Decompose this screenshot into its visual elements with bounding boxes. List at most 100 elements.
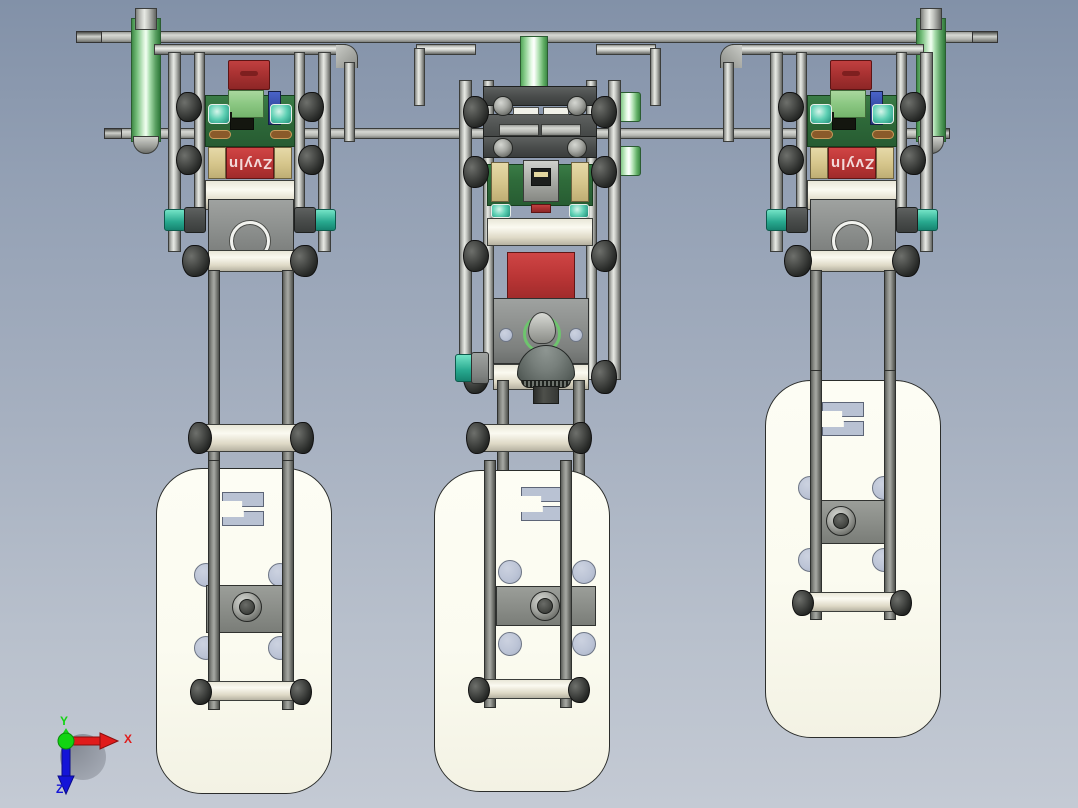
right-coil-right — [876, 147, 894, 179]
left-label-text: Zvyln — [227, 154, 273, 172]
center-slot-a — [513, 107, 539, 115]
left-red-label: Zvyln — [226, 147, 274, 179]
top-rail-right-cap — [972, 31, 998, 43]
usb-port-icon — [531, 168, 551, 186]
center-roller-mr — [591, 156, 617, 188]
foot-pad-center — [434, 470, 610, 792]
left-leg-rail-a-front — [208, 460, 220, 710]
left-bottom-crossbar — [206, 681, 296, 701]
left-mid-roller-r — [290, 422, 314, 454]
left-roller-ul — [176, 92, 202, 122]
right-pad-ring-b — [872, 130, 894, 139]
right-roller-ml — [778, 145, 804, 175]
center-housing-hole-l — [499, 328, 513, 342]
pad-hole-center-1 — [498, 560, 522, 584]
right-roller-mr — [900, 145, 926, 175]
right-red-label: Zvyln — [828, 147, 876, 179]
left-leg-rail-b-front — [282, 460, 294, 710]
right-bottom-crossbar — [808, 592, 898, 612]
triad-y-label: Y — [60, 714, 69, 728]
pivot-nut-right-inner — [833, 513, 849, 529]
module-center[interactable] — [455, 80, 625, 780]
center-connector-a — [491, 204, 511, 218]
left-coil-right — [274, 147, 292, 179]
center-red-module — [507, 252, 575, 300]
center-screw-br — [567, 138, 587, 158]
right-coil-left — [810, 147, 828, 179]
center-roller-rr — [591, 240, 617, 272]
center-connector-b — [569, 204, 589, 218]
center-cylinder-boss — [528, 312, 556, 344]
left-bottom-roller-r — [290, 679, 312, 705]
center-roller-ml — [463, 156, 489, 188]
usb-port-tongue — [534, 172, 548, 177]
center-slot-bar-a — [499, 124, 539, 136]
triad-x-axis-icon — [57, 728, 120, 796]
center-mid-crossbar — [482, 424, 576, 452]
elbow-tube-center-right-horizontal — [596, 44, 656, 55]
right-roller-lr — [892, 245, 920, 277]
left-bottom-roller-l — [190, 679, 212, 705]
elbow-tube-left-vertical — [344, 62, 355, 142]
pad-hole-center-2 — [572, 560, 596, 584]
left-green-component — [228, 90, 264, 118]
center-red-chip — [531, 204, 551, 213]
right-ic-chip — [832, 118, 856, 130]
left-red-block-slot — [240, 71, 258, 76]
bellows-stem — [533, 386, 559, 404]
right-bottom-roller-r — [890, 590, 912, 616]
center-slot-bar-b — [541, 124, 581, 136]
elbow-tube-right-vertical — [723, 62, 734, 142]
center-bottom-roller-l — [468, 677, 490, 703]
elbow-tube-center-left-horizontal — [416, 44, 476, 55]
center-roller-ul — [463, 96, 489, 128]
pivot-nut-left-inner — [239, 599, 255, 615]
mid-rail-left-cap — [104, 128, 122, 139]
pad-hole-center-3 — [498, 632, 522, 656]
left-mid-roller-l — [188, 422, 212, 454]
right-lower-crossbar — [810, 250, 896, 272]
left-connector-a — [208, 104, 230, 124]
left-pad-ring-a — [209, 130, 231, 139]
triad-z-label: Z — [56, 782, 64, 796]
right-roller-ur — [900, 92, 926, 122]
right-green-component — [830, 90, 866, 118]
left-coil-left — [208, 147, 226, 179]
center-bottom-roller-r — [568, 677, 590, 703]
right-frame-rail-inner-right — [896, 52, 907, 217]
center-leg-rail-b-front — [560, 460, 572, 708]
left-ic-chip — [230, 118, 254, 130]
center-roller-br — [591, 360, 617, 394]
pivot-nut-center-inner — [537, 598, 553, 614]
right-pad-ring-a — [811, 130, 833, 139]
right-roller-ll — [784, 245, 812, 277]
left-fitting-nut-right — [294, 207, 316, 233]
left-connector-b — [270, 104, 292, 124]
elbow-tube-center-left-vertical — [414, 48, 425, 106]
green-cyl-right-top-stud — [920, 8, 942, 30]
left-roller-mr — [298, 145, 324, 175]
left-pad-ring-b — [270, 130, 292, 139]
center-fitting-nut — [471, 352, 489, 384]
left-roller-ll — [182, 245, 210, 277]
right-leg-rail-b-front — [884, 370, 896, 620]
right-bottom-roller-l — [792, 590, 814, 616]
right-teal-fitting-right — [916, 209, 938, 231]
left-lower-crossbar — [208, 250, 294, 272]
center-bottom-crossbar — [484, 679, 574, 699]
coordinate-triad[interactable]: X Y Z — [40, 708, 150, 800]
center-screw-bl — [493, 138, 513, 158]
left-teal-fitting-right — [314, 209, 336, 231]
left-roller-ml — [176, 145, 202, 175]
green-spring-cylinder-left — [131, 18, 161, 142]
top-rail-left-cap — [76, 31, 102, 43]
foot-pad-right — [765, 380, 941, 738]
left-roller-ur — [298, 92, 324, 122]
right-fitting-nut-right — [896, 207, 918, 233]
center-coil-right — [571, 162, 589, 202]
center-roller-ur — [591, 96, 617, 128]
left-teal-fitting-left — [164, 209, 186, 231]
pad-hole-center-4 — [572, 632, 596, 656]
right-roller-ul — [778, 92, 804, 122]
